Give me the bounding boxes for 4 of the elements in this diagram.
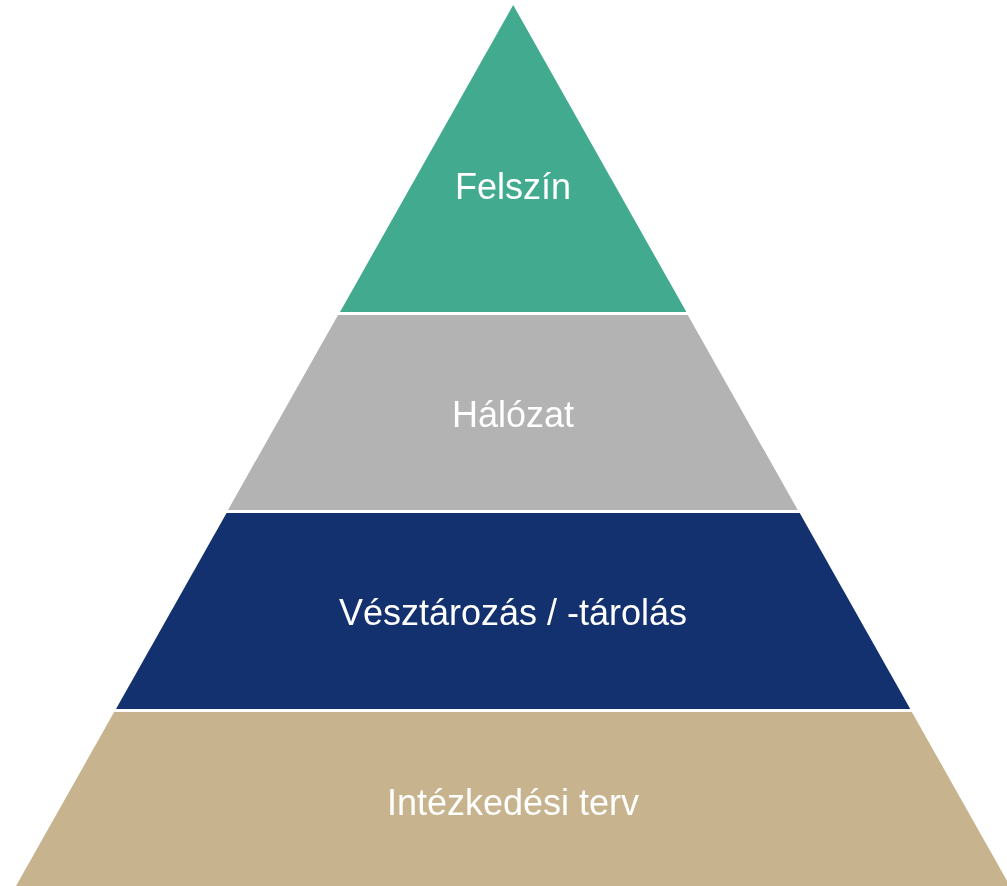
layer-label: Hálózat <box>451 394 574 436</box>
layer-label: Felszín <box>454 166 571 208</box>
layer-label: Vésztározás / -tárolás <box>338 592 688 634</box>
layer-label: Intézkedési terv <box>386 782 640 824</box>
